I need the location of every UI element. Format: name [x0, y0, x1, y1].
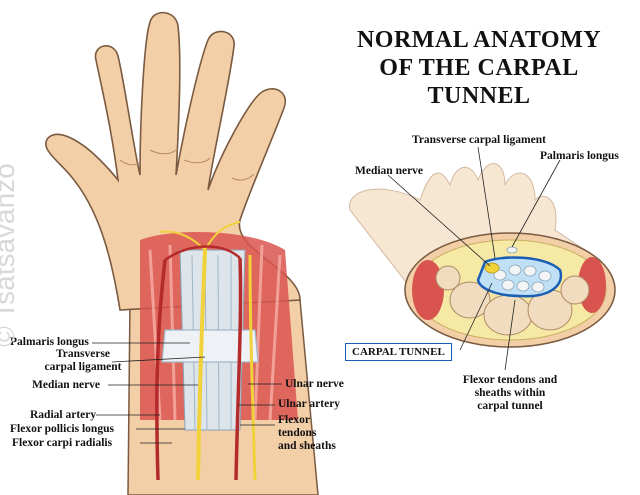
title-line-2: OF THE CARPAL TUNNEL	[379, 55, 579, 109]
label-transverse-carpal-ligament-right: Transverse carpal ligament	[412, 134, 546, 146]
label-median-nerve-right: Median nerve	[355, 165, 424, 177]
label-transverse-line-2: carpal ligament	[44, 361, 122, 373]
label-radial-artery: Radial artery	[30, 409, 97, 421]
page-title: NORMAL ANATOMY OF THE CARPAL TUNNEL	[348, 26, 610, 110]
title-line-1: NORMAL ANATOMY	[356, 27, 602, 53]
label-palmaris-longus: Palmaris longus	[10, 336, 89, 348]
label-flexor-tendons-within: Flexor tendons and sheaths within carpal…	[455, 374, 565, 413]
label-transverse-line-1: Transverse	[55, 348, 111, 360]
label-median-nerve: Median nerve	[32, 379, 101, 391]
label-flexor-carpi-radialis: Flexor carpi radialis	[12, 437, 113, 449]
median-nerve-section	[484, 262, 500, 274]
watermark-logo: © Tsatsavanzo	[0, 163, 20, 347]
radial-artery	[155, 259, 167, 481]
label-flexor-right-line-2: sheaths within	[474, 387, 546, 399]
label-palmaris-longus-right: Palmaris longus	[540, 150, 619, 162]
label-flexor-tendons-sheaths: Flexor tendons and sheaths	[278, 414, 336, 453]
label-flexor-line-3: and sheaths	[278, 440, 336, 452]
left-hand-illustration	[45, 11, 319, 495]
svg-text:© Tsatsavanzo: © Tsatsavanzo	[0, 163, 20, 347]
label-flexor-right-line-3: carpal tunnel	[477, 400, 543, 412]
transverse-ligament	[161, 329, 259, 363]
label-flexor-line-1: Flexor	[278, 414, 310, 426]
ulnar-nerve	[248, 254, 257, 481]
label-carpal-tunnel: CARPAL TUNNEL	[345, 343, 452, 361]
label-flexor-pollicis-longus: Flexor pollicis longus	[10, 423, 114, 435]
label-transverse-carpal-ligament: Transverse carpal ligament	[38, 348, 128, 374]
median-nerve	[196, 249, 207, 481]
label-ulnar-artery: Ulnar artery	[278, 398, 341, 410]
label-flexor-line-2: tendons	[278, 427, 317, 439]
label-ulnar-nerve: Ulnar nerve	[285, 378, 344, 390]
label-flexor-right-line-1: Flexor tendons and	[462, 374, 558, 386]
ulnar-artery	[234, 257, 243, 481]
cross-section-illustration	[349, 146, 616, 371]
